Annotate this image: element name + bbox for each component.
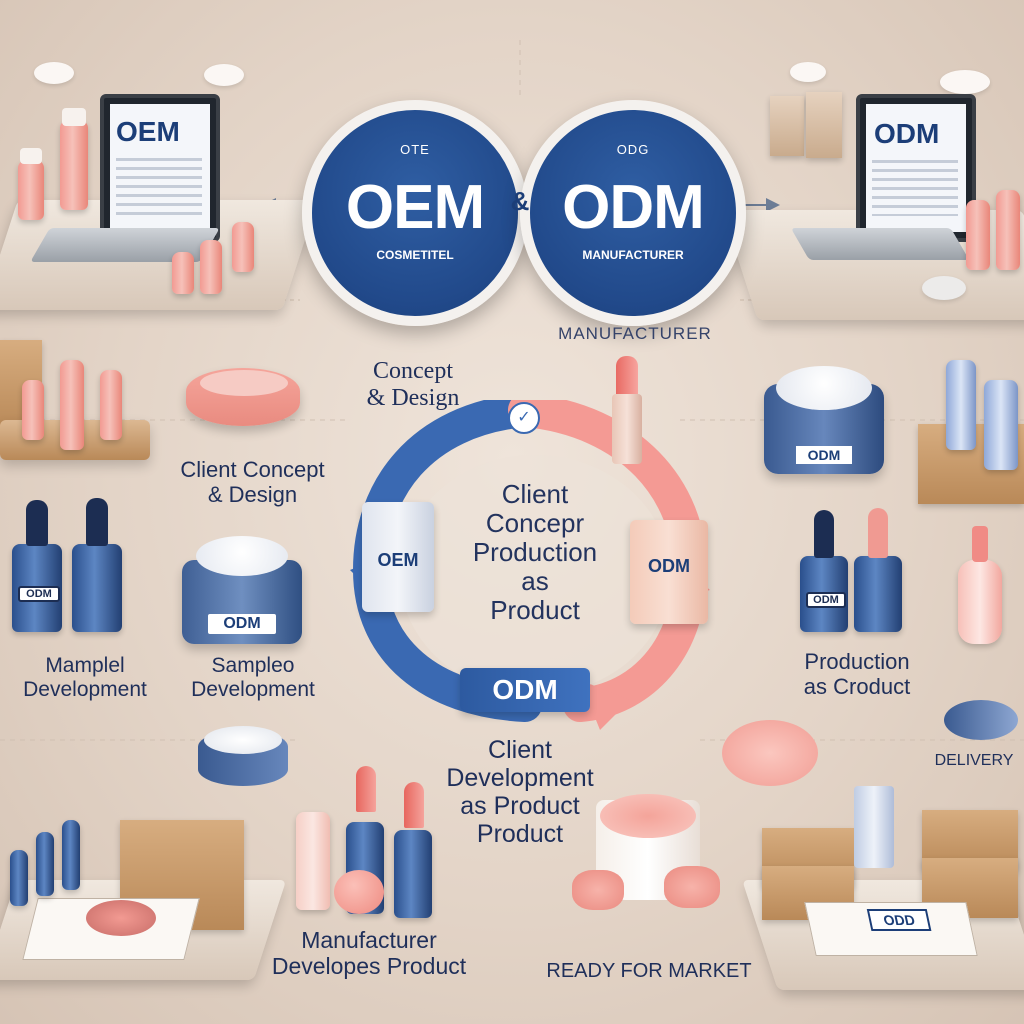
sponge-icon — [572, 870, 624, 910]
pink-bottle-icon — [232, 222, 254, 272]
dropper-cap-icon — [26, 500, 48, 546]
blue-bottle-icon — [984, 380, 1018, 470]
odm-banner-text: ODM — [492, 674, 558, 705]
cycle-bottom-text: Client Development as Product Product — [446, 736, 594, 848]
odm-circle-top-text: ODG — [616, 142, 650, 157]
pink-bottle-icon — [22, 380, 44, 440]
document-sheet-icon: ODD — [804, 902, 978, 956]
odm-banner: ODM — [460, 668, 590, 712]
pink-bottle-icon — [200, 240, 222, 294]
pink-jar-lid — [200, 370, 288, 396]
cloud-icon — [204, 64, 244, 86]
dropper-cap-icon — [814, 510, 834, 558]
bottle-cap-icon — [20, 148, 42, 164]
oem-circle-top-text: OTE — [400, 142, 430, 157]
product-package-icon — [806, 92, 842, 158]
pink-bottle-icon — [966, 200, 990, 270]
cycle-center-text: Client Concepr Production as Product — [472, 479, 598, 626]
oem-tube-label: OEM — [377, 550, 419, 570]
compact-icon — [944, 700, 1018, 740]
cream-icon — [196, 536, 288, 576]
blush-pad-icon — [722, 720, 818, 786]
left-serum-tag: ODM — [18, 586, 60, 602]
blush-powder-icon — [600, 794, 696, 838]
blush-compact-icon — [86, 900, 156, 936]
cream-icon — [776, 366, 872, 410]
product-package-icon — [770, 96, 804, 156]
right-serum-tag: ODM — [806, 592, 846, 608]
pink-bottle-icon — [100, 370, 122, 440]
oem-circle-title: OEM — [345, 173, 485, 242]
sampleo-development-label: Sampleo Development — [191, 654, 315, 701]
right-cream-jar-tag: ODM — [796, 446, 852, 464]
blue-bottle-icon — [62, 820, 80, 890]
ampersand: & — [510, 186, 530, 216]
oem-circle-bottom-text: COSMETITEL — [376, 248, 454, 262]
screen-lines — [116, 158, 202, 218]
pink-bottle-icon — [60, 360, 84, 450]
odm-tube: ODM — [630, 520, 708, 624]
lipstick-base — [612, 394, 642, 464]
right-laptop-keyboard — [790, 228, 970, 260]
product-bottle-icon — [854, 786, 894, 868]
pink-glass-bottle-icon — [958, 560, 1002, 644]
oem-tube: OEM — [362, 502, 434, 612]
odm-circle-bottom-text: MANUFACTURER — [582, 248, 684, 262]
cloud-icon — [790, 62, 826, 82]
cream-jar-tag: ODM — [208, 614, 276, 634]
odm-tube-label: ODM — [648, 556, 690, 576]
blue-serum-bottle-icon — [854, 556, 902, 632]
blue-bottle-icon — [36, 832, 54, 896]
bottle-cap-icon — [62, 108, 86, 126]
small-jar-lid — [204, 726, 282, 754]
ready-for-market-label: READY FOR MARKET — [546, 960, 752, 982]
blue-serum-bottle-icon — [72, 544, 122, 632]
mouse-icon — [922, 276, 966, 300]
header-subtitle: MANUFACTURER — [558, 324, 712, 343]
sponge-icon — [664, 866, 720, 908]
right-laptop-screen-text: ODM — [874, 118, 940, 149]
left-laptop-screen: OEM — [100, 94, 220, 242]
lipstick-blue-icon — [394, 830, 432, 918]
oem-circle: OTE OEM COSMETITEL — [302, 100, 528, 326]
document-tag: ODD — [866, 909, 932, 931]
blush-ball-icon — [334, 870, 384, 914]
blue-bottle-icon — [946, 360, 976, 450]
lipstick-icon — [616, 356, 638, 396]
pink-bottle-icon — [296, 812, 330, 910]
pink-bottle-icon — [172, 252, 194, 294]
client-concept-label: Client Concept & Design — [180, 457, 325, 507]
cycle-top-label-text: Concept & Design — [366, 358, 460, 411]
left-laptop-screen-text: OEM — [116, 116, 180, 147]
screen-lines — [872, 160, 958, 216]
bottle-cap-icon — [972, 526, 988, 562]
dropper-cap-icon — [86, 498, 108, 546]
odm-circle-title: ODM — [562, 173, 705, 242]
dropper-cap-icon — [868, 508, 888, 558]
cloud-icon — [940, 70, 990, 94]
pink-bottle-icon — [996, 190, 1020, 270]
manufacturer-develops-label: Manufacturer Developes Product — [271, 927, 467, 979]
odm-circle: ODG ODM MANUFACTURER — [520, 100, 746, 326]
delivery-label: DELIVERY — [934, 752, 1014, 769]
production-label: Production as Croduct — [803, 649, 911, 699]
pink-bottle-icon — [60, 120, 88, 210]
pink-bottle-icon — [18, 160, 44, 220]
blue-bottle-icon — [10, 850, 28, 906]
check-mark-icon: ✓ — [517, 409, 531, 426]
lipstick-icon — [404, 782, 424, 828]
cycle-top-label: Concept & Design — [348, 358, 478, 412]
right-laptop-screen: ODM — [856, 94, 976, 242]
mamplel-development-label: Mamplel Development — [23, 654, 147, 701]
check-badge: ✓ — [508, 402, 540, 434]
lipstick-icon — [356, 766, 376, 812]
cloud-icon — [34, 62, 74, 84]
